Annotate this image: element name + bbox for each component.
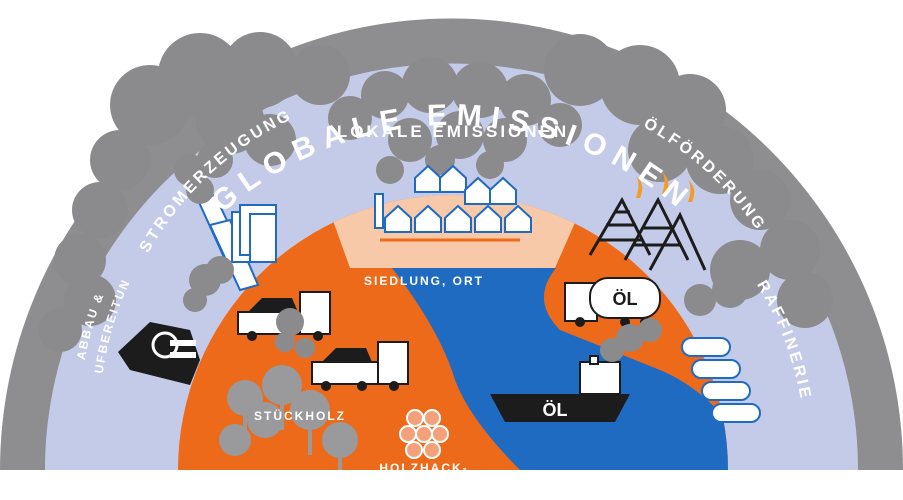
oil-flames [636,172,695,202]
local-emissions-title: LOKALE EMISSIONEN [337,122,569,141]
wood-chips-label-line1: HOLZHACK- [379,461,468,475]
settlement-houses [374,164,532,242]
oil-derricks [588,196,707,271]
tanker-truck-label: ÖL [613,289,638,309]
refinery [681,337,761,423]
mining-tower [118,322,200,385]
river [392,268,728,470]
logwood-trees [219,365,358,470]
ship-label: ÖL [543,400,568,420]
ship-smoke [600,318,662,362]
refinery-smoke [684,272,748,316]
oil-ship [490,355,630,422]
power-plant [196,193,277,292]
power-plant-smoke [174,142,234,312]
wood-chips-label-line2: SCHNITZEL [381,477,466,491]
wood-chips [399,409,449,459]
truck-smoke [275,308,315,358]
logwood-label: STÜCKHOLZ [254,408,346,423]
oil-tanker-truck [564,277,661,327]
sky-smoke-clouds [38,32,833,352]
coal-truck-2 [311,341,409,391]
settlement-label: SIEDLUNG, ORT [364,274,484,288]
